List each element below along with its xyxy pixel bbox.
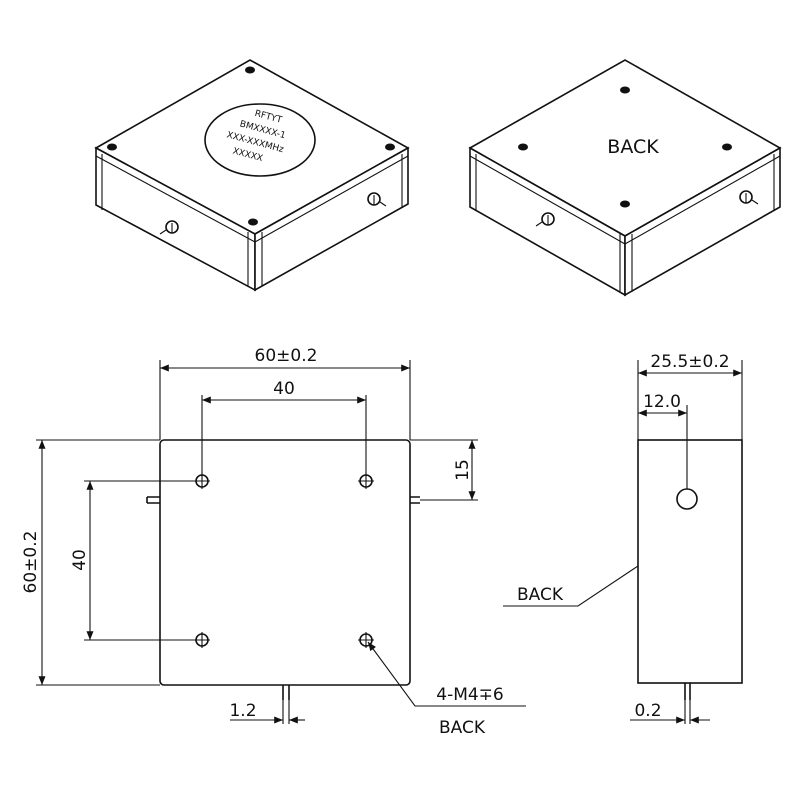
dim-pin-width-label: 1.2 bbox=[229, 701, 256, 721]
connector-icon bbox=[535, 212, 555, 227]
mounting-hole bbox=[385, 143, 395, 151]
hole-callout-label: 4-M4∓6 bbox=[436, 685, 504, 705]
connector-icon bbox=[159, 220, 179, 235]
connector-pin bbox=[146, 496, 160, 504]
mounting-hole bbox=[248, 218, 258, 226]
product-label-oval bbox=[204, 103, 316, 177]
mounting-hole bbox=[722, 143, 732, 151]
dim-thickness-label: 25.5±0.2 bbox=[650, 352, 729, 372]
mounting-hole bbox=[245, 66, 255, 74]
connector-icon bbox=[676, 488, 698, 510]
dim-pin-offset-label: 0.2 bbox=[634, 701, 661, 721]
back-view-label: BACK bbox=[607, 136, 659, 158]
connector-icon bbox=[739, 190, 759, 205]
side-back-label: BACK bbox=[517, 585, 564, 605]
isometric-back-view: BACK bbox=[468, 59, 782, 297]
dim-connector-height-label: 12.0 bbox=[643, 392, 681, 412]
dim-connector-offset-label: 15 bbox=[453, 459, 473, 481]
hole-callout-back-label: BACK bbox=[439, 718, 486, 738]
side-body-outline bbox=[637, 439, 743, 684]
mounting-hole bbox=[358, 473, 374, 489]
mounting-hole bbox=[620, 86, 630, 94]
mounting-hole bbox=[107, 143, 117, 151]
body-outline bbox=[159, 439, 411, 686]
connector-icon bbox=[367, 192, 387, 207]
mounting-hole bbox=[518, 143, 528, 151]
isometric-front-view: RFTYT BMXXXX-1 XXX-XXXMHz XXXXX bbox=[94, 59, 410, 292]
side-view: 25.5±0.2 12.0 0.2 BACK bbox=[503, 352, 743, 724]
mounting-hole bbox=[620, 200, 630, 208]
connector-pin bbox=[410, 496, 420, 504]
top-view: 60±0.2 40 60±0.2 40 15 1.2 4-M4∓6 BACK bbox=[21, 346, 526, 738]
connector-pin bbox=[282, 685, 290, 700]
dim-hole-spacing-y-label: 40 bbox=[70, 549, 90, 571]
dim-width-label: 60±0.2 bbox=[255, 346, 318, 366]
dim-hole-spacing-x-label: 40 bbox=[273, 379, 295, 399]
dim-height-label: 60±0.2 bbox=[21, 531, 41, 594]
